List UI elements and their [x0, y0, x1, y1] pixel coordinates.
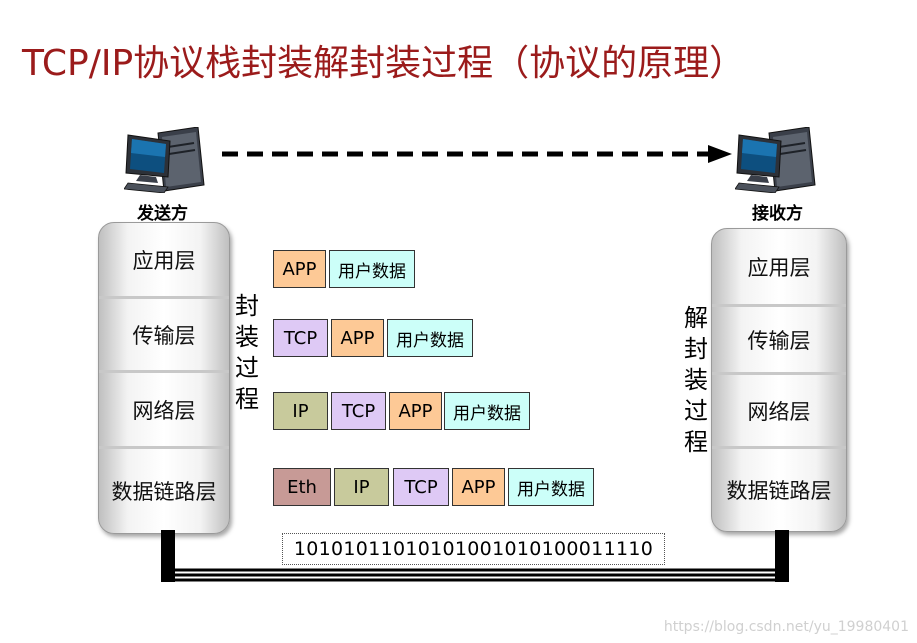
sender-layer-datalink: 数据链路层	[111, 480, 217, 504]
segment-tcp-header: TCP	[331, 392, 386, 430]
computer-icon	[123, 126, 205, 194]
encapsulation-label: 封 装 过 程	[235, 292, 259, 413]
segment-user-data: 用户数据	[329, 250, 415, 288]
receiver-layer-application: 应用层	[747, 256, 811, 280]
computer-icon	[734, 126, 816, 194]
segment-user-data: 用户数据	[508, 468, 594, 506]
watermark: https://blog.csdn.net/yu_19980401	[663, 619, 909, 635]
segment-app-header: APP	[273, 250, 326, 288]
sender-layer-application: 应用层	[132, 249, 196, 273]
segment-tcp-header: TCP	[393, 468, 449, 506]
segment-tcp-header: TCP	[273, 319, 328, 357]
segment-user-data: 用户数据	[444, 392, 530, 430]
receiver-label: 接收方	[752, 204, 803, 224]
receiver-computer	[734, 126, 819, 194]
segment-app-header: APP	[331, 319, 384, 357]
receiver-layer-network: 网络层	[747, 400, 811, 424]
sender-computer	[123, 126, 208, 194]
receiver-stack: 应用层 传输层 网络层 数据链路层	[711, 228, 847, 532]
receiver-layer-transport: 传输层	[747, 329, 811, 353]
segment-ip-header: IP	[334, 468, 389, 506]
physical-link	[161, 530, 789, 582]
sender-layer-transport: 传输层	[132, 324, 196, 348]
transfer-arrow	[222, 145, 732, 163]
sender-stack: 应用层 传输层 网络层 数据链路层	[98, 222, 230, 534]
segment-eth-header: Eth	[273, 468, 331, 506]
segment-ip-header: IP	[273, 392, 328, 430]
bitstream-box: 10101011010101001010100011110	[282, 533, 665, 565]
segment-user-data: 用户数据	[387, 319, 473, 357]
sender-layer-network: 网络层	[132, 399, 196, 423]
page-title: TCP/IP协议栈封装解封装过程（协议的原理）	[22, 43, 746, 84]
segment-app-header: APP	[452, 468, 505, 506]
receiver-layer-datalink: 数据链路层	[726, 479, 832, 503]
sender-label: 发送方	[137, 204, 188, 224]
decapsulation-label: 解 封 装 过 程	[684, 304, 708, 456]
segment-app-header: APP	[389, 392, 442, 430]
